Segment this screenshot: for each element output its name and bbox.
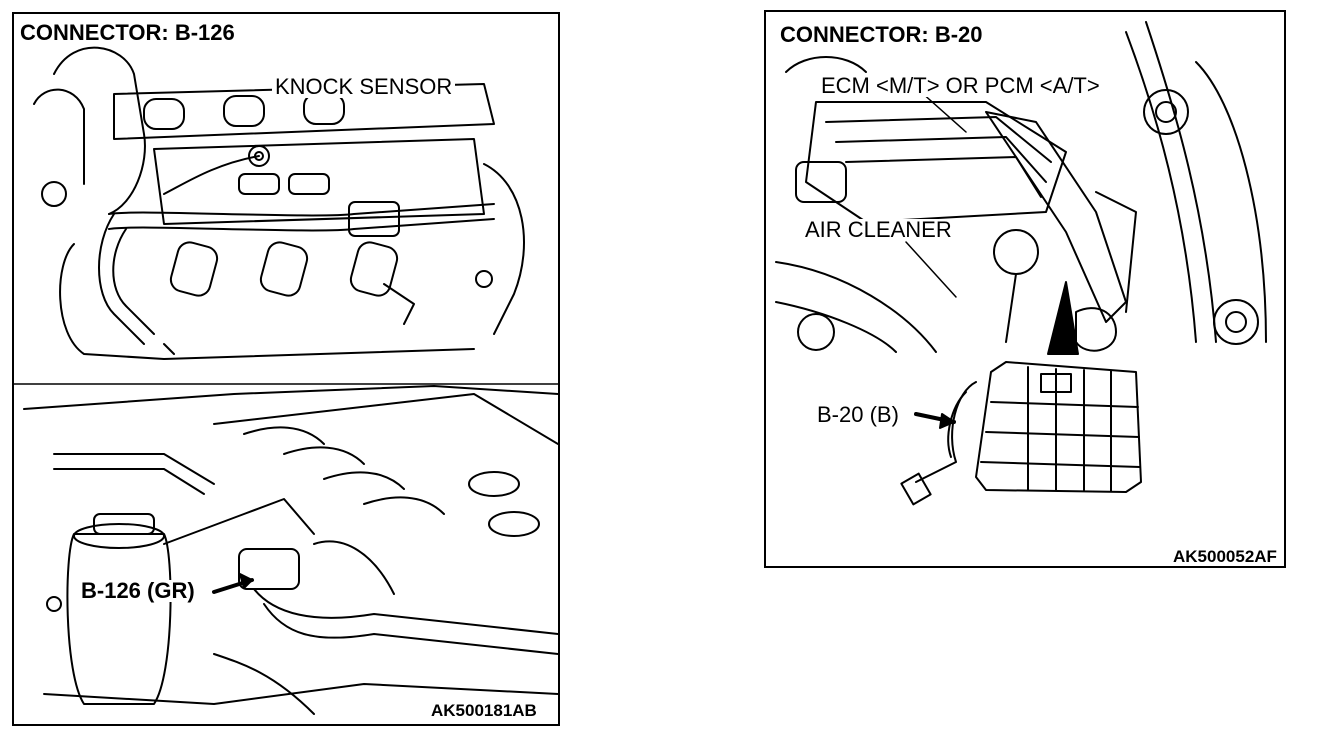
right-figure-code: AK500052AF xyxy=(1170,548,1280,565)
left-figure-code: AK500181AB xyxy=(428,702,540,719)
b126-connector-callout: B-126 (GR) xyxy=(78,580,198,602)
right-diagram-panel: CONNECTOR: B-20 ECM <M/T> OR PCM <A/T> A… xyxy=(764,10,1286,568)
knock-sensor-callout: KNOCK SENSOR xyxy=(272,76,456,98)
ecm-pcm-callout: ECM <M/T> OR PCM <A/T> xyxy=(818,75,1103,97)
ecm-air-cleaner-drawing xyxy=(775,21,1267,506)
air-cleaner-callout: AIR CLEANER xyxy=(802,219,955,241)
b20-connector-callout: B-20 (B) xyxy=(814,404,902,426)
left-diagram-panel: CONNECTOR: B-126 KNOCK SENSOR B-126 (GR)… xyxy=(12,12,560,726)
engine-knock-sensor-drawing xyxy=(14,46,558,715)
left-panel-title: CONNECTOR: B-126 xyxy=(18,20,237,45)
right-panel-title: CONNECTOR: B-20 xyxy=(778,22,985,47)
